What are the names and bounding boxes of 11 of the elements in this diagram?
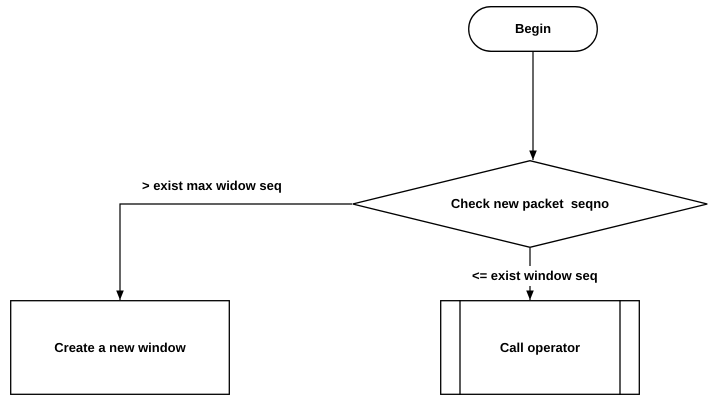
node-label: Begin [514,20,552,38]
edge-label: <= exist window seq [470,266,600,286]
process-box [10,300,230,395]
predefined-process-box [440,300,640,395]
arrow [529,52,537,160]
node-label: Call operator [498,338,582,356]
arrow [116,203,352,300]
node-label: Create a new window [53,338,187,356]
terminal-shape [468,6,598,52]
decision-diamond [352,160,708,248]
node-label: Check new packet seqno [450,195,610,213]
